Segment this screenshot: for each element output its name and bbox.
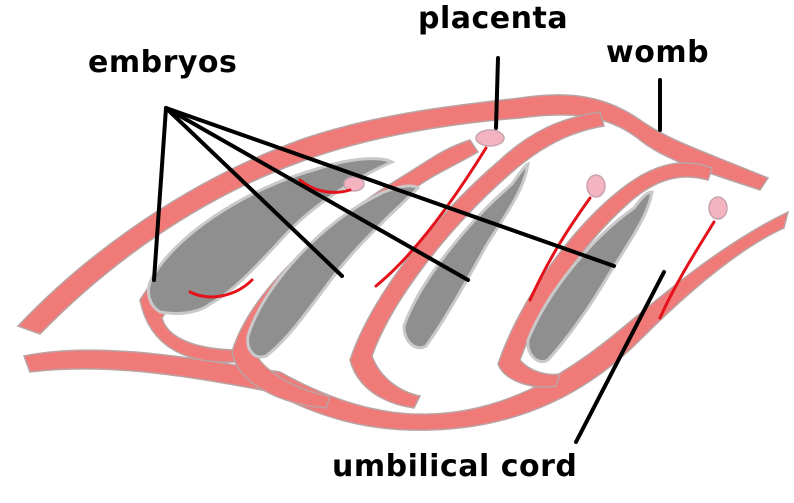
label-placenta: placenta — [418, 4, 568, 34]
label-womb: womb — [606, 38, 709, 68]
placenta-1 — [344, 177, 364, 191]
label-umbilical-cord: umbilical cord — [332, 452, 577, 482]
label-embryos: embryos — [88, 48, 237, 78]
placenta-3 — [587, 175, 605, 197]
placenta-4 — [709, 197, 727, 219]
placenta-leader — [496, 58, 498, 128]
embryos-leader-1 — [154, 108, 166, 280]
placenta-2 — [476, 130, 504, 146]
